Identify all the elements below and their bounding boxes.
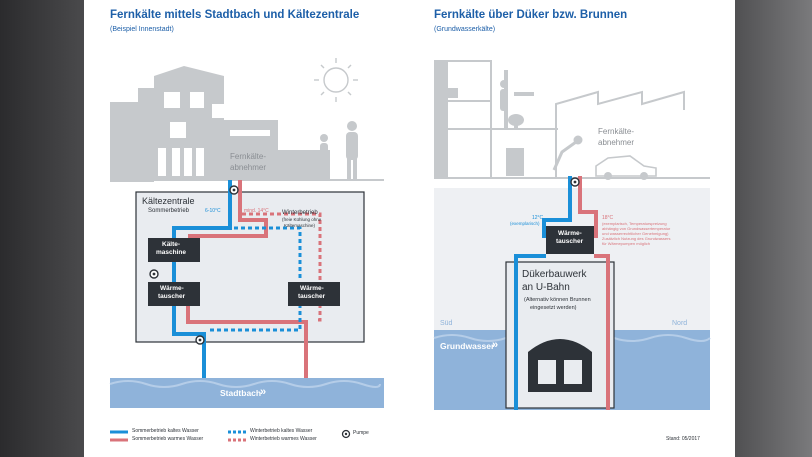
- right-consumer-label-1: Fernkälte-: [598, 127, 635, 136]
- exchanger-box-left: [148, 282, 200, 306]
- exchanger-right-label-2: tauscher: [298, 293, 326, 300]
- pump-icon: [195, 335, 205, 345]
- left-consumer-label-2: abnehmer: [230, 163, 267, 172]
- stream-arrows: »: [260, 386, 267, 398]
- legend-winter-warm: Winterbetrieb warmes Wasser: [250, 436, 317, 442]
- pump-icon: [149, 269, 159, 279]
- south-label: Süd: [440, 320, 453, 327]
- legend-winter-cold: Winterbetrieb kaltes Wasser: [250, 428, 313, 434]
- person-icon: [500, 80, 508, 111]
- north-label: Nord: [672, 320, 688, 327]
- right-temp-warm-note-3: und wasserrechtlicher Genehmigung): [602, 231, 669, 236]
- legend-pump-icon: [341, 429, 351, 439]
- photo-backdrop-right: [735, 0, 812, 457]
- exchanger-left-label-2: tauscher: [158, 293, 186, 300]
- groundwater-warm-pipe: [578, 176, 610, 410]
- right-title: Fernkälte über Düker bzw. Brunnen: [434, 9, 628, 21]
- chiller-label-1: Kälte-: [162, 241, 181, 248]
- tunnel-icon: [528, 339, 592, 392]
- right-consumer-label-2: abnehmer: [598, 138, 635, 147]
- structure-label-1: Dükerbauwerk: [522, 269, 587, 280]
- winter-mode-label: Winterbetrieb: [282, 210, 318, 216]
- groundwater-label: Grundwasser: [440, 341, 495, 351]
- stream-label: Stadtbach: [220, 388, 262, 398]
- exchanger-right-label-1: Wärme-: [300, 285, 324, 292]
- plant-title: Kältezentrale: [142, 196, 195, 206]
- poster: Fernkälte mittels Stadtbach und Kältezen…: [84, 0, 735, 457]
- right-temp-warm-note-4: Zusätzlich Nutzung des Grundwassers: [602, 236, 671, 241]
- robot-arm-icon: [552, 135, 583, 171]
- exchanger-box-right: [288, 282, 340, 306]
- winter-cold-pipe: [210, 226, 302, 332]
- right-buildings: [434, 60, 558, 178]
- summer-warm-pipe: [186, 180, 308, 378]
- chiller-label-2: maschine: [156, 249, 186, 256]
- temp-cold-label: 6-10°C: [205, 208, 221, 214]
- plant-icon: [508, 114, 524, 128]
- pump-icon: [229, 185, 239, 195]
- right-exchanger-box: [546, 226, 594, 254]
- photo-backdrop-left: [0, 0, 84, 457]
- left-diagram: [109, 58, 711, 442]
- right-temp-cold-note: (exemplarisch): [510, 221, 540, 226]
- left-building-windows: [158, 92, 270, 176]
- exchanger-left-label-1: Wärme-: [160, 285, 184, 292]
- winter-note-1: (freie Kühlung ohne: [282, 217, 322, 222]
- winter-warm-pipe: [242, 212, 322, 322]
- right-temp-cold: 12°C: [532, 215, 544, 221]
- winter-note-2: Kältemaschine): [284, 223, 316, 228]
- stadtbach-stream: [110, 378, 384, 408]
- legend-pump: Pumpe: [353, 430, 369, 436]
- right-temp-warm-note-5: für Wärmepumpen möglich: [602, 241, 651, 246]
- left-consumer-label-1: Fernkälte-: [230, 152, 267, 161]
- sun-icon: [314, 58, 358, 102]
- left-subtitle: (Beispiel Innenstadt): [110, 26, 174, 33]
- structure-note-2: eingesetzt werden): [530, 305, 577, 311]
- structure-label-2: an U-Bahn: [522, 282, 570, 293]
- stand-date: Stand: 05/2017: [666, 436, 700, 442]
- right-temp-warm-note-1: (exemplarisch, Temperaturspreizung: [602, 221, 667, 226]
- factory-roof: [555, 90, 685, 178]
- legend-summer-cold: Sommerbetrieb kaltes Wasser: [132, 428, 199, 434]
- structure-note-1: (Alternativ können Brunnen: [524, 297, 591, 303]
- right-temp-warm-note-2: abhängig von Grundwassertemperatur: [602, 226, 671, 231]
- right-temp-warm: 18°C: [602, 215, 614, 221]
- left-title: Fernkälte mittels Stadtbach und Kältezen…: [110, 9, 360, 21]
- groundwater-cold-pipe: [514, 176, 572, 410]
- chiller-box: [148, 238, 200, 262]
- left-buildings: [110, 66, 330, 182]
- groundwater-arrows: »: [492, 339, 499, 351]
- right-exchanger-label-2: tauscher: [556, 238, 584, 245]
- pump-icon: [570, 177, 580, 187]
- temp-warm-label: mind. 14°C: [244, 208, 269, 214]
- summer-mode-label: Sommerbetrieb: [148, 208, 190, 214]
- right-exchanger-label-1: Wärme-: [558, 230, 582, 237]
- legend-summer-warm: Sommerbetrieb warmes Wasser: [132, 436, 204, 442]
- car-icon: [595, 155, 657, 180]
- right-subtitle: (Grundwasserkälte): [434, 26, 496, 33]
- people-icon: [320, 121, 358, 180]
